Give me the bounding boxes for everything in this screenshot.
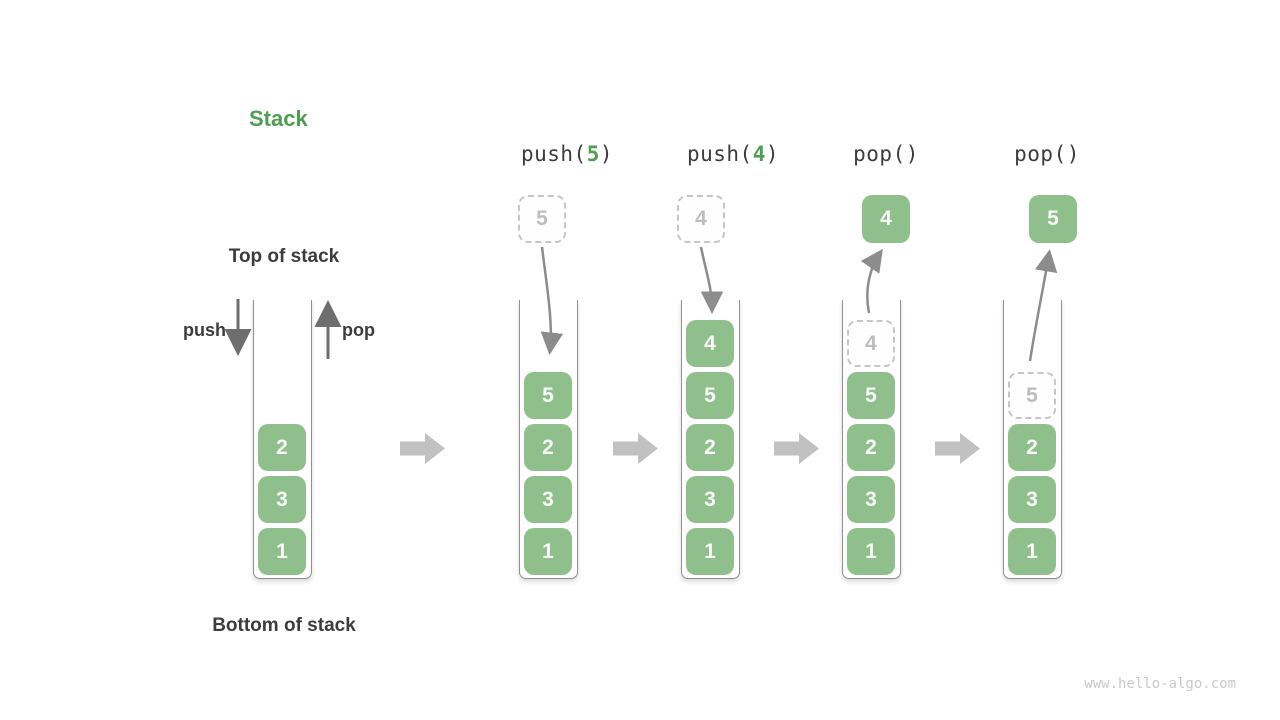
stack-item: 1 xyxy=(524,528,572,575)
watermark: www.hello-algo.com xyxy=(1084,676,1236,692)
bottom-of-stack-label: Bottom of stack xyxy=(212,615,356,636)
floating-value-box: 4 xyxy=(862,195,910,243)
diagram-title: Stack xyxy=(249,106,308,131)
stack-item: 3 xyxy=(1008,476,1056,523)
stack-item: 1 xyxy=(1008,528,1056,575)
operation-prefix: pop() xyxy=(1014,142,1080,166)
stack-item: 5 xyxy=(686,372,734,419)
push-annotation-label: push xyxy=(183,320,226,340)
stack-container-5: 5 2 3 1 xyxy=(1003,300,1062,579)
stack-item: 1 xyxy=(258,528,306,575)
floating-value-box: 4 xyxy=(677,195,725,243)
operation-prefix: push( xyxy=(520,142,587,166)
stack-container-2: 5 2 3 1 xyxy=(519,300,578,579)
stack-item: 5 xyxy=(847,372,895,419)
stack-item: 3 xyxy=(686,476,734,523)
stack-item: 2 xyxy=(258,424,306,471)
floating-value-box: 5 xyxy=(1029,195,1077,243)
stack-item: 3 xyxy=(258,476,306,523)
right-block-arrow-icon xyxy=(774,433,819,464)
operation-arg: 4 xyxy=(752,142,766,166)
operation-label: pop() xyxy=(796,142,976,166)
operation-suffix: ) xyxy=(765,142,780,166)
stack-item: 5 xyxy=(524,372,572,419)
pop-annotation-label: pop xyxy=(342,320,375,340)
stack-item: 4 xyxy=(847,320,895,367)
floating-value-box: 5 xyxy=(518,195,566,243)
stack-item: 2 xyxy=(524,424,572,471)
operation-label: push(4) xyxy=(643,142,823,166)
right-block-arrow-icon xyxy=(400,433,445,464)
operation-prefix: push( xyxy=(686,142,753,166)
operation-suffix: ) xyxy=(599,142,614,166)
operation-prefix: pop() xyxy=(853,142,919,166)
stack-item: 3 xyxy=(524,476,572,523)
stack-container-1: 2 3 1 xyxy=(253,300,312,579)
stack-item: 1 xyxy=(686,528,734,575)
stack-item: 3 xyxy=(847,476,895,523)
top-of-stack-label: Top of stack xyxy=(228,246,340,267)
right-block-arrow-icon xyxy=(935,433,980,464)
stack-container-4: 4 5 2 3 1 xyxy=(842,300,901,579)
stack-item: 2 xyxy=(847,424,895,471)
operation-arg: 5 xyxy=(586,142,600,166)
stack-item: 4 xyxy=(686,320,734,367)
stack-item: 2 xyxy=(686,424,734,471)
operation-label: pop() xyxy=(957,142,1137,166)
stack-container-3: 4 5 2 3 1 xyxy=(681,300,740,579)
stack-item: 2 xyxy=(1008,424,1056,471)
operation-label: push(5) xyxy=(477,142,657,166)
stack-item: 1 xyxy=(847,528,895,575)
stack-item: 5 xyxy=(1008,372,1056,419)
right-block-arrow-icon xyxy=(613,433,658,464)
